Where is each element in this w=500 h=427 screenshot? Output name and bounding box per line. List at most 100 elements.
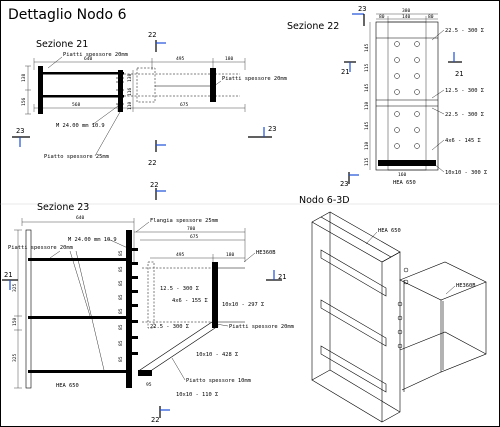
s21-beam-bottom-flange: [40, 95, 124, 98]
s21-dim-495: 495: [176, 56, 185, 62]
s22-dim-80a: 80: [379, 14, 385, 20]
svg-text:85: 85: [118, 250, 124, 256]
cut-marker-21-s23-right: 21: [266, 270, 286, 281]
s22-dim-140: 140: [402, 14, 411, 20]
svg-text:21: 21: [4, 271, 12, 279]
section-21: Sezione 21 640 495 180: [21, 39, 287, 160]
view-3d: Nodo 6-3D: [299, 195, 487, 423]
s23-column: [25, 229, 32, 389]
cut-marker-22-top: 22: [148, 31, 166, 52]
svg-text:4x6 - 155 Σ: 4x6 - 155 Σ: [172, 298, 208, 304]
svg-text:21: 21: [278, 273, 286, 281]
section-22-title: Sezione 22: [287, 21, 339, 32]
s22-bolt-holes: [394, 41, 420, 149]
svg-text:12.5 - 300 Σ: 12.5 - 300 Σ: [445, 88, 484, 94]
svg-text:110: 110: [364, 101, 370, 110]
svg-text:22: 22: [151, 416, 159, 424]
s21-dim-180: 180: [225, 56, 234, 62]
s21-bolts: [116, 77, 124, 105]
s23-beam-end-plate: [212, 262, 218, 328]
s23-label-bolt: M 24.00 mm 10.9: [68, 237, 117, 243]
s23-dim-495: 495: [176, 252, 185, 258]
s21-dim-156: 156: [21, 97, 27, 106]
s22-label-hea: HEA 650: [393, 180, 416, 186]
svg-text:22: 22: [150, 181, 158, 189]
cut-label-22-bottom: 22: [148, 159, 156, 167]
svg-text:10x10 - 110 Σ: 10x10 - 110 Σ: [176, 392, 218, 398]
s23-dim-780: 780: [187, 226, 196, 232]
s22-dim-80b: 80: [428, 14, 434, 20]
svg-text:145: 145: [364, 83, 370, 92]
svg-text:22.5 - 300 Σ: 22.5 - 300 Σ: [445, 28, 484, 34]
svg-text:150: 150: [12, 317, 18, 326]
s21-column-flange-right: [118, 70, 123, 112]
s22-dim-160: 160: [398, 172, 407, 178]
3d-column: [311, 211, 401, 423]
s23-dim-640: 640: [76, 215, 85, 221]
s21-dim-568: 568: [72, 102, 81, 108]
svg-text:4x6 - 145 Σ: 4x6 - 145 Σ: [445, 138, 481, 144]
svg-text:85: 85: [118, 266, 124, 272]
svg-text:95: 95: [146, 382, 152, 388]
s22-bottom-plate: [378, 160, 436, 166]
3d-label-he360b: HE360B: [456, 283, 475, 289]
s23-label-plates: Piatti spessore 20mm: [8, 245, 73, 251]
s23-label-flange: Flangia spessore 25mm: [150, 218, 218, 224]
svg-text:145: 145: [364, 121, 370, 130]
cut-marker-22-bottom: 22: [148, 140, 166, 167]
svg-text:10x10 - 428 Σ: 10x10 - 428 Σ: [196, 352, 238, 358]
s22-column: [375, 21, 439, 171]
svg-text:115: 115: [364, 63, 370, 72]
s21-label-bolt: M 24.00 mm 10.9: [56, 123, 105, 129]
s23-dim-675: 675: [190, 234, 199, 240]
cut-marker-23-right: 23: [248, 125, 276, 138]
s23-label-plate20: Piatti spessore 20mm: [229, 324, 294, 330]
3d-bolts: [397, 267, 409, 349]
3d-beam: [399, 261, 487, 392]
s21-dim-110: 110: [127, 101, 133, 110]
3d-label-hea: HEA 650: [378, 228, 401, 234]
svg-text:115: 115: [364, 157, 370, 166]
s21-dim-138: 138: [21, 73, 27, 82]
s21-label-plates-top: Piatti spessore 20mm: [63, 52, 128, 58]
svg-text:10x10 - 297 Σ: 10x10 - 297 Σ: [222, 302, 264, 308]
cut-marker-22-s23-bottom: 22: [151, 406, 170, 424]
cut-label-23-left: 23: [16, 127, 24, 135]
svg-text:21: 21: [341, 68, 349, 76]
s21-right-plate: [210, 68, 216, 102]
s21-column-flange-left: [38, 66, 43, 114]
cut-marker-23-s22-top: 23: [352, 5, 366, 26]
s21-label-plates-right: Piatti spessore 20mm: [222, 76, 287, 82]
cut-marker-22-s23-top: 22: [150, 181, 166, 200]
s21-dim-640: 640: [84, 56, 93, 62]
svg-text:21: 21: [455, 70, 463, 78]
svg-text:22.5 - 300 Σ: 22.5 - 300 Σ: [445, 112, 484, 118]
section-22: Sezione 22 380 80 1: [287, 8, 487, 186]
svg-text:325: 325: [12, 353, 18, 362]
s23-plate-3: [28, 370, 128, 373]
s21-dim-138b: 138: [127, 73, 133, 82]
s23-bolts: [132, 248, 138, 355]
s22-dim-380: 380: [402, 8, 411, 14]
svg-text:85: 85: [118, 308, 124, 314]
s21-beam-top-flange: [40, 72, 124, 75]
s23-label-he360b: HE360B: [256, 250, 275, 256]
svg-text:12.5 - 300 Σ: 12.5 - 300 Σ: [160, 286, 199, 292]
svg-text:110: 110: [364, 141, 370, 150]
cut-marker-23-s22-bottom: 23: [340, 172, 359, 188]
cut-marker-23-left: 23: [12, 127, 30, 147]
svg-text:85: 85: [118, 356, 124, 362]
svg-text:145: 145: [364, 43, 370, 52]
svg-text:325: 325: [12, 283, 18, 292]
s23-end-plate: [126, 230, 132, 388]
s21-label-plate25: Piatto spessore 25mm: [44, 154, 109, 160]
s23-plate-2: [28, 316, 128, 319]
drawing-title: Dettaglio Nodo 6: [8, 7, 127, 23]
cut-marker-21-s23-left: 21: [2, 271, 18, 290]
svg-text:22.5 - 300 Σ: 22.5 - 300 Σ: [150, 324, 189, 330]
s23-label-hea: HEA 650: [56, 383, 79, 389]
svg-text:85: 85: [118, 324, 124, 330]
section-21-title: Sezione 21: [36, 39, 88, 50]
s21-dim-116: 116: [127, 87, 133, 96]
